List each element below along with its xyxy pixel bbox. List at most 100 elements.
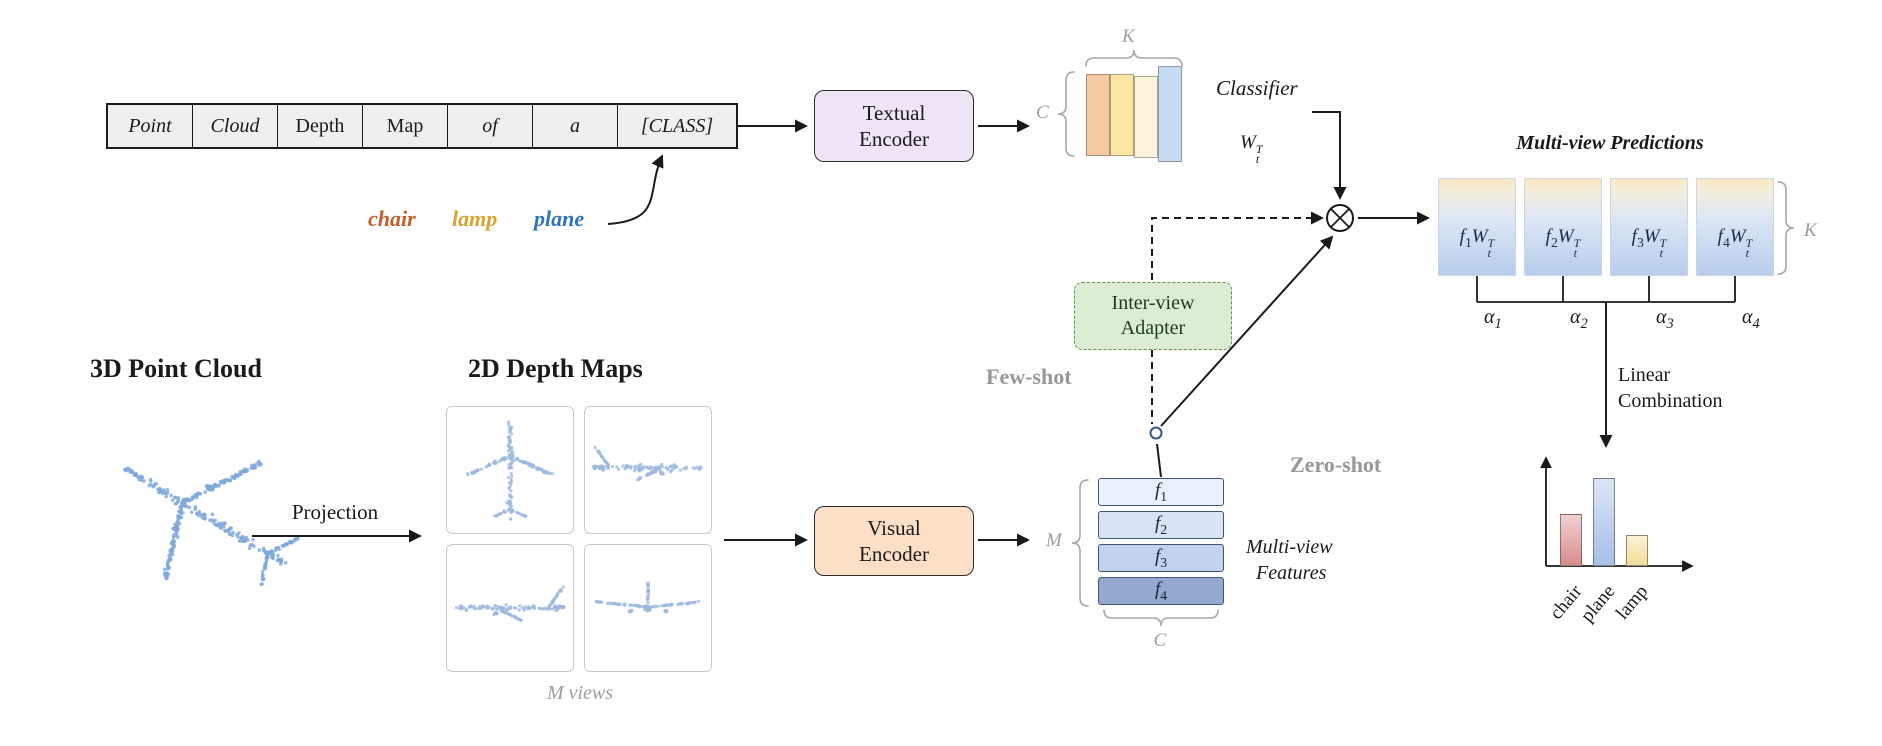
scatter-point	[507, 420, 511, 424]
scatter-point	[649, 465, 653, 469]
scatter-point	[210, 518, 215, 522]
scatter-point	[527, 463, 532, 467]
scatter-point	[592, 466, 597, 470]
alpha-bracket	[1476, 276, 1736, 303]
adapter-label-1: Inter-view	[1111, 292, 1195, 314]
scatter-point	[508, 466, 512, 470]
scatter-point	[260, 582, 264, 586]
scatter-point	[604, 460, 608, 464]
scatter-point	[510, 461, 514, 465]
scatter-point	[538, 606, 542, 611]
scatter-point	[240, 534, 245, 539]
scatter-point	[257, 548, 262, 552]
scatter-point	[241, 539, 246, 543]
scatter-point	[174, 495, 178, 500]
scatter-point	[697, 599, 701, 603]
scatter-point	[646, 587, 650, 592]
scatter-point	[647, 591, 651, 595]
scatter-point	[692, 601, 696, 605]
scatter-point	[666, 603, 670, 607]
scatter-point	[218, 525, 222, 529]
scatter-point	[548, 603, 552, 608]
scatter-point	[277, 547, 281, 551]
brace-k-right	[1777, 181, 1795, 275]
scatter-point	[496, 605, 500, 609]
inter-view-adapter-box: Inter-view Adapter	[1074, 282, 1232, 350]
scatter-point	[519, 618, 523, 623]
feature-stem	[1156, 443, 1162, 478]
scatter-point	[594, 600, 599, 604]
scatter-point	[627, 610, 631, 614]
m-dim-label: M	[1046, 530, 1062, 551]
scatter-point	[262, 577, 266, 581]
scatter-point	[173, 522, 177, 527]
c-dim-label-bottom: C	[1153, 630, 1167, 651]
scatter-point	[142, 479, 146, 483]
scatter-point	[507, 612, 511, 616]
prompt-template: Point Cloud Depth Map of a [CLASS]	[106, 103, 738, 149]
multiview-predictions-title: Multi-view Predictions	[1516, 132, 1704, 154]
scatter-point	[659, 604, 663, 608]
scatter-point	[652, 605, 656, 609]
scatter-point	[176, 514, 180, 518]
scatter-point	[638, 605, 642, 609]
scatter-point	[596, 449, 600, 453]
scatter-point	[633, 465, 637, 469]
scatter-point	[487, 463, 492, 468]
scatter-point	[235, 532, 239, 537]
scatter-point	[517, 511, 521, 516]
scatter-point	[695, 465, 699, 469]
scatter-point	[506, 606, 510, 610]
scatter-point	[210, 512, 215, 517]
alpha-weight: α2	[1570, 306, 1588, 332]
score-bar-chair	[1560, 514, 1582, 566]
scatter-point	[127, 467, 132, 471]
scatter-point	[643, 608, 647, 612]
brace-m-left	[1071, 479, 1089, 607]
class-word-lamp: lamp	[452, 206, 498, 231]
scatter-point	[217, 484, 221, 488]
scatter-point	[503, 510, 507, 514]
k-dim-label-right: K	[1804, 220, 1817, 241]
scatter-point	[179, 505, 184, 510]
scatter-point	[500, 609, 505, 613]
scatter-point	[553, 604, 557, 608]
scatter-point	[601, 464, 605, 468]
scatter-point	[493, 461, 497, 465]
scatter-point	[533, 606, 537, 611]
scatter-point	[247, 546, 252, 550]
scatter-point	[289, 540, 294, 544]
scatter-point	[510, 474, 514, 478]
scatter-point	[502, 456, 506, 460]
scatter-point	[522, 460, 526, 464]
scatter-point	[475, 607, 479, 611]
scatter-point	[469, 605, 473, 609]
otimes-operator-icon	[1326, 204, 1354, 232]
scatter-point	[512, 606, 517, 610]
scatter-point	[656, 604, 660, 609]
scatter-point	[175, 520, 179, 524]
alpha-weight: α1	[1484, 306, 1502, 332]
scatter-point	[556, 605, 560, 610]
visual-encoder-label-2: Encoder	[859, 542, 929, 566]
scatter-point	[258, 461, 262, 466]
scatter-point	[509, 472, 513, 476]
brace-c-left	[1057, 71, 1075, 157]
scatter-point	[222, 521, 227, 525]
scatter-point	[508, 446, 512, 450]
scatter-point	[472, 607, 476, 611]
scatter-point	[470, 471, 474, 475]
scatter-point	[499, 512, 503, 516]
scatter-point	[512, 614, 516, 618]
scatter-point	[227, 532, 232, 536]
depth-map-cell	[584, 544, 712, 672]
scatter-point	[509, 495, 513, 499]
scatter-point	[173, 527, 177, 531]
scatter-point	[511, 455, 515, 459]
scatter-point	[674, 465, 678, 469]
scatter-point	[559, 588, 563, 592]
textual-encoder-label-1: Textual	[862, 101, 926, 125]
scatter-point	[611, 465, 615, 469]
